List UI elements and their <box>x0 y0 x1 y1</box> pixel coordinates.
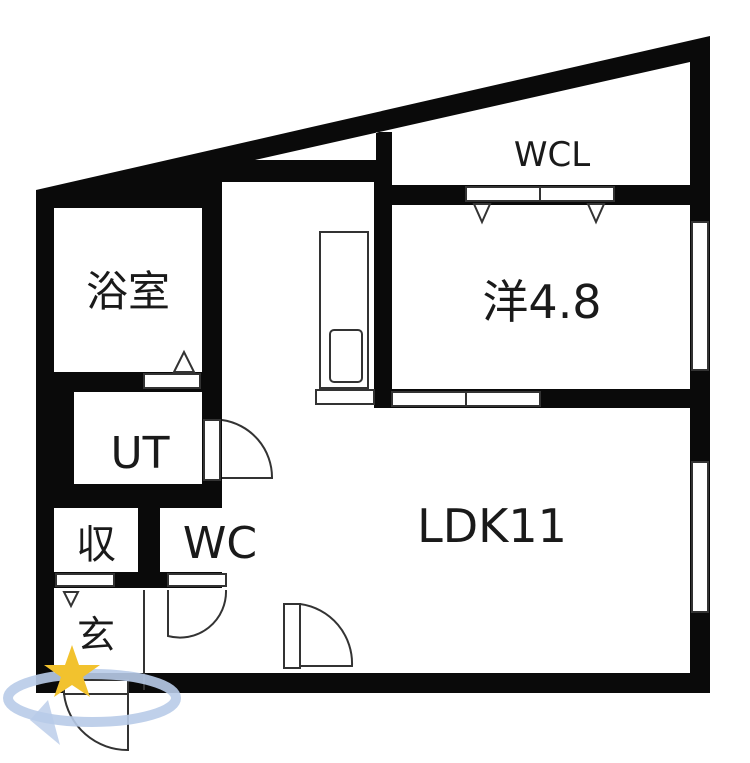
right-windows <box>691 221 709 613</box>
storage-door <box>55 573 115 587</box>
room-label-ldk: LDK11 <box>417 499 567 553</box>
entrance-marker <box>62 591 80 609</box>
room-label-western: 洋4.8 <box>482 275 601 329</box>
room-label-wcl: WCL <box>514 135 590 175</box>
inner-wall-top <box>222 160 376 182</box>
star-ring-logo <box>3 645 181 745</box>
room-label-ut: UT <box>110 428 169 479</box>
ut-door <box>203 419 274 481</box>
bath-door <box>143 349 201 389</box>
wcl-sliding-doors <box>465 186 615 225</box>
kitchen-counter <box>315 231 375 405</box>
western-sliding-door <box>391 391 541 407</box>
ldk-door <box>283 603 354 669</box>
front-door <box>63 679 129 752</box>
room-label-bath: 浴室 <box>86 267 170 316</box>
room-label-wc: WC <box>183 518 257 569</box>
room-label-entrance: 玄 <box>77 613 115 657</box>
room-label-storage: 収 <box>76 522 116 568</box>
wc-door <box>167 573 228 639</box>
